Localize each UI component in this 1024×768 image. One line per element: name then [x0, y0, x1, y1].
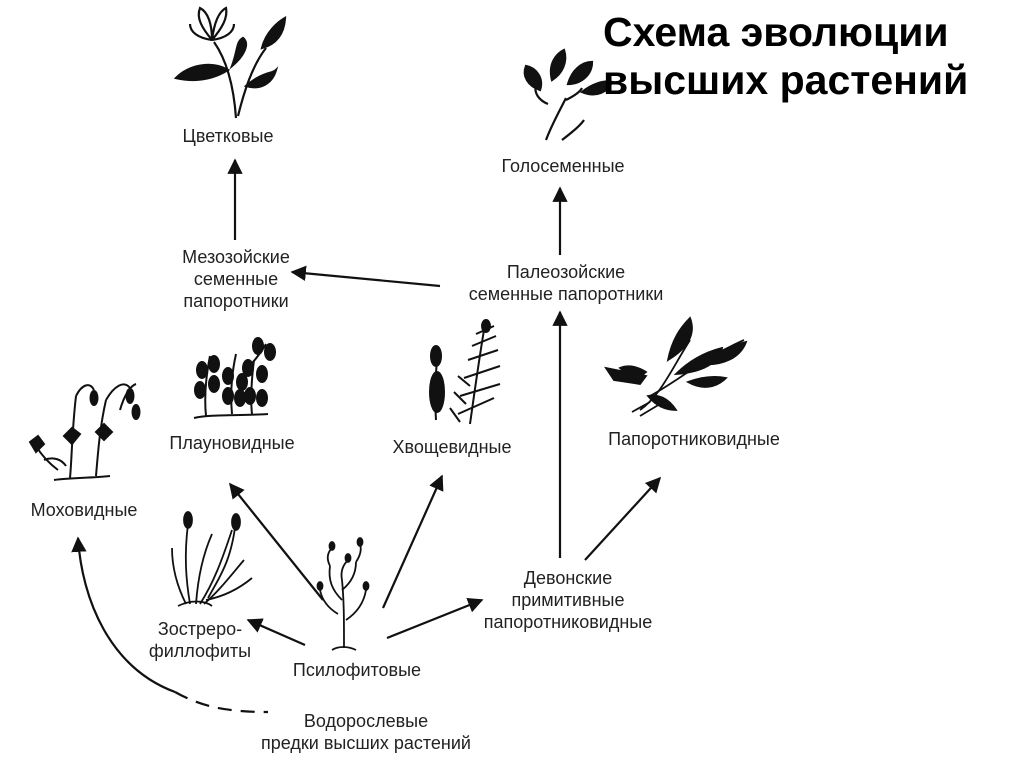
node-paleozoic-line1: Палеозойские	[506, 262, 626, 282]
node-devonian-line2: примитивные	[511, 590, 625, 610]
node-mesozoic-line1: Мезозойские	[182, 247, 290, 267]
node-horsetails: Хвощевидные	[392, 437, 512, 457]
node-mesozoic-line3: папоротники	[183, 291, 289, 311]
diagram-title: Схема эволюции высших растений	[603, 8, 968, 104]
node-devonian-ferns: Девонские примитивные папоротниковидные	[484, 567, 652, 633]
flowering-plant-icon	[173, 6, 287, 119]
node-flowering: Цветковые	[182, 126, 274, 146]
arrow-psilophytes-to-zosterophyllophytes	[246, 618, 306, 647]
node-zosterophyllophytes: Зостреро- филлофиты	[149, 618, 251, 662]
node-paleozoic-seed-ferns: Палеозойские семенные папоротники	[469, 261, 664, 305]
node-ferns: Папоротниковидные	[608, 429, 780, 449]
diagram-title-line2: высших растений	[603, 57, 969, 103]
node-zostero-line1: Зостреро-	[157, 619, 243, 639]
node-psilophytes: Псилофитовые	[292, 660, 422, 680]
arrow-psilophytes-to-devonian	[386, 597, 484, 640]
gymnosperm-plant-icon	[523, 48, 614, 141]
node-gymnosperms: Голосеменные	[501, 156, 625, 176]
node-algal-line1: Водорослевые	[303, 711, 429, 731]
node-lycopsids: Плауновидные	[169, 433, 295, 453]
node-algal-line2: предки высших растений	[261, 733, 471, 753]
arrow-psilophytes-to-lycopsids	[229, 482, 324, 601]
node-devonian-line1: Девонские	[523, 568, 613, 588]
node-devonian-line3: папоротниковидные	[483, 612, 653, 632]
zosterophyllophyte-plant-icon	[171, 511, 253, 607]
psilophyte-plant-icon	[316, 537, 370, 651]
node-zostero-line2: филлофиты	[148, 641, 252, 661]
node-mosses: Моховидные	[30, 500, 138, 520]
fern-plant-icon	[604, 316, 748, 417]
diagram-title-line1: Схема эволюции	[603, 9, 949, 55]
node-algal-ancestors: Водорослевые предки высших растений	[261, 710, 471, 754]
arrow-paleozoic-to-mesozoic	[290, 265, 441, 288]
arrow-algae-to-mosses	[71, 536, 176, 694]
arrow-psilophytes-to-horsetails	[381, 474, 444, 609]
moss-plant-icon	[28, 383, 141, 481]
lycopsid-plant-icon	[193, 337, 276, 419]
dashed-algae-to-psilophytes	[174, 691, 269, 714]
node-mesozoic-seed-ferns: Мезозойские семенные папоротники	[182, 246, 290, 312]
node-mesozoic-line2: семенные	[193, 269, 279, 289]
arrow-devonian-to-ferns	[584, 476, 662, 561]
horsetail-plant-icon	[429, 319, 501, 425]
node-paleozoic-line2: семенные папоротники	[468, 284, 664, 304]
